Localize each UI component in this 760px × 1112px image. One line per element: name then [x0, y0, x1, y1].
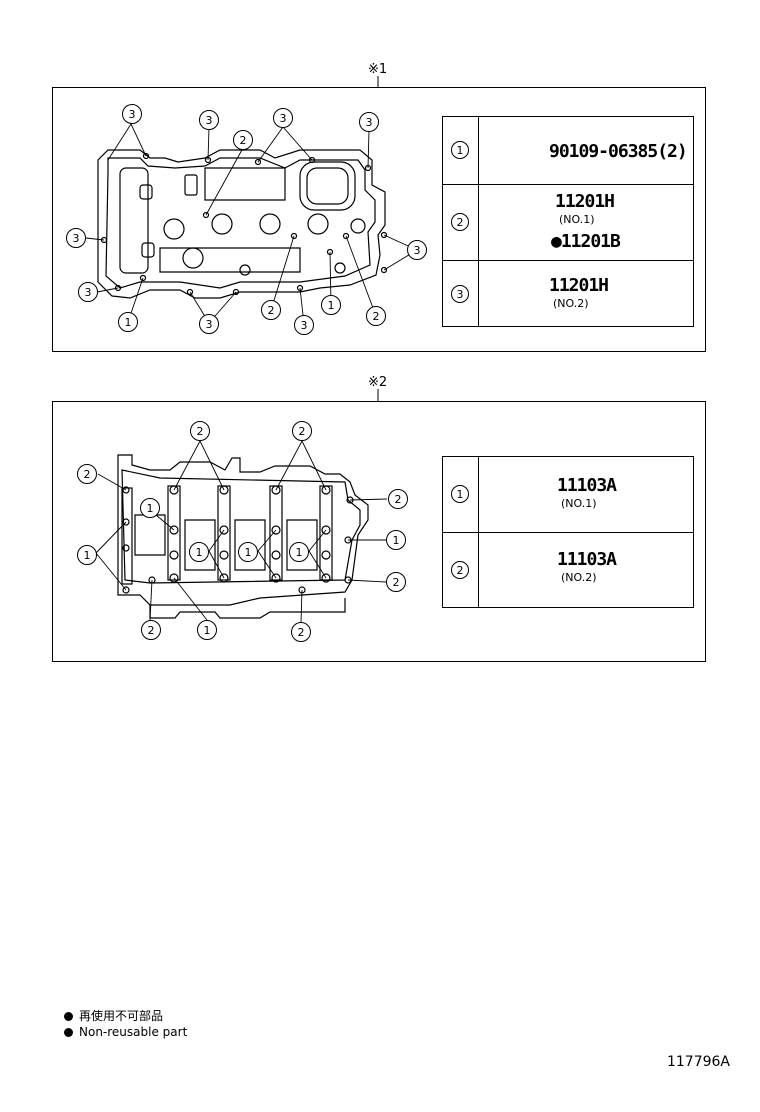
callout-2: 2	[261, 300, 281, 320]
part-number: 11103A	[557, 549, 617, 570]
parts-row: 1 90109-06385(2)	[443, 117, 693, 185]
section-2-frame	[52, 401, 706, 662]
parts-row: 1 11103A (NO.1)	[443, 457, 693, 533]
callout-2: 2	[386, 572, 406, 592]
part-note: (NO.2)	[553, 297, 589, 310]
non-reusable-dot-icon	[64, 1028, 73, 1037]
callout-3: 3	[359, 112, 379, 132]
section-2-ref: ※2	[368, 375, 388, 390]
legend-label: 再使用不可部品	[79, 1009, 164, 1023]
callout-1: 1	[118, 312, 138, 332]
legend-item: 再使用不可部品	[64, 1008, 187, 1024]
callout-3: 3	[66, 228, 86, 248]
section-1-parts-table: 1 90109-06385(2) 2 11201H (NO.1) ●11201B…	[442, 116, 694, 327]
callout-2: 2	[141, 620, 161, 640]
callout-2: 2	[291, 622, 311, 642]
callout-1: 1	[289, 542, 309, 562]
callout-1: 1	[321, 295, 341, 315]
part-note: (NO.1)	[559, 213, 595, 226]
callout-3: 3	[294, 315, 314, 335]
callout-1: 1	[197, 620, 217, 640]
section-2-parts-table: 1 11103A (NO.1) 2 11103A (NO.2)	[442, 456, 694, 608]
legend-label: Non-reusable part	[79, 1025, 188, 1039]
cylinder-head-cover-drawing	[97, 149, 388, 299]
callout-2: 2	[77, 464, 97, 484]
callout-3: 3	[407, 240, 427, 260]
callout-3: 3	[199, 110, 219, 130]
parts-row: 2 11103A (NO.2)	[443, 533, 693, 609]
section-1-frame	[52, 87, 706, 352]
part-number: 11103A	[557, 475, 617, 496]
callout-2: 2	[366, 306, 386, 326]
section-1-ref: ※1	[368, 62, 388, 77]
non-reusable-dot-icon	[64, 1012, 73, 1021]
number-column	[443, 117, 479, 326]
part-note: (NO.2)	[561, 571, 597, 584]
cylinder-head-drawing	[117, 454, 369, 619]
callout-1: 1	[189, 542, 209, 562]
part-number: ●11201B	[551, 231, 621, 252]
row-number: 1	[451, 485, 469, 503]
parts-row: 2 11201H (NO.1) ●11201B	[443, 185, 693, 261]
row-number: 1	[451, 141, 469, 159]
callout-1: 1	[77, 545, 97, 565]
legend: 再使用不可部品 Non-reusable part	[64, 1008, 187, 1040]
callout-3: 3	[273, 108, 293, 128]
section-1-leaders	[85, 123, 418, 325]
part-number: 11201H	[549, 275, 609, 296]
row-number: 2	[451, 213, 469, 231]
callout-1: 1	[238, 542, 258, 562]
part-note: (NO.1)	[561, 497, 597, 510]
part-number: 90109-06385(2)	[549, 141, 688, 162]
callout-3: 3	[78, 282, 98, 302]
row-number: 2	[451, 561, 469, 579]
part-number: 11201H	[555, 191, 615, 212]
figure-number: 117796A	[666, 1054, 730, 1070]
callout-2: 2	[388, 489, 408, 509]
callout-2: 2	[190, 421, 210, 441]
callout-2: 2	[292, 421, 312, 441]
callout-2: 2	[233, 130, 253, 150]
callout-1: 1	[140, 498, 160, 518]
callout-1: 1	[386, 530, 406, 550]
legend-item: Non-reusable part	[64, 1024, 187, 1040]
parts-row: 3 11201H (NO.2)	[443, 261, 693, 328]
callout-3: 3	[122, 104, 142, 124]
row-number: 3	[451, 285, 469, 303]
callout-3: 3	[199, 314, 219, 334]
